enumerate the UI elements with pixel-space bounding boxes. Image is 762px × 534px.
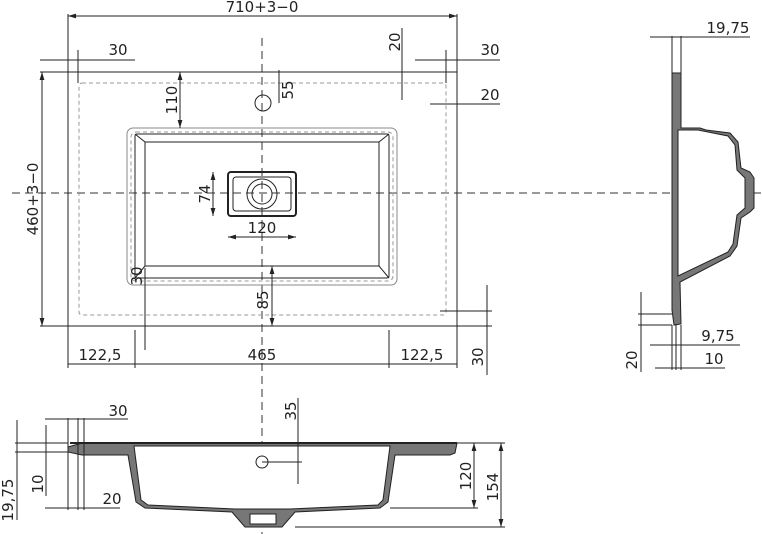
dim-side-lip-width: 10 xyxy=(704,350,723,368)
dim-side-lip-offset: 9,75 xyxy=(701,327,734,345)
drain-recess xyxy=(227,171,297,217)
dim-front-rim-height: 19,75 xyxy=(0,479,17,522)
dim-inner-offset: 20 xyxy=(480,86,499,104)
dim-tap-hole: 55 xyxy=(279,80,297,99)
rim-dashed-outline xyxy=(78,82,447,316)
basin-outline xyxy=(134,133,390,279)
front-view xyxy=(15,398,505,528)
dim-overflow-depth: 35 xyxy=(282,401,300,420)
dim-drain-height: 74 xyxy=(196,184,214,203)
outer-outline xyxy=(67,71,458,327)
top-view xyxy=(39,13,500,375)
dim-side-left: 122,5 xyxy=(79,346,122,364)
dim-width-total: 710+3−0 xyxy=(226,0,299,16)
dim-drain-width: 120 xyxy=(248,219,277,237)
side-view xyxy=(638,36,755,372)
dim-basin-top: 110 xyxy=(163,86,181,115)
drain-hole xyxy=(246,178,278,210)
dim-front-rim: 30 xyxy=(469,347,487,366)
dim-side-lip-height: 20 xyxy=(623,350,641,369)
dim-side-right: 122,5 xyxy=(401,346,444,364)
dim-rim-left: 30 xyxy=(108,41,127,59)
tap-hole xyxy=(254,94,272,112)
dim-front-lip-thickness: 10 xyxy=(29,474,47,493)
dim-front-rim-width: 30 xyxy=(108,402,127,420)
dim-basin-depth: 120 xyxy=(457,462,475,491)
dim-total-depth: 154 xyxy=(484,473,502,502)
dim-rim-right: 30 xyxy=(480,41,499,59)
dim-drain-front: 85 xyxy=(254,290,272,309)
dim-rim-top: 20 xyxy=(386,32,404,51)
dim-basin-width: 465 xyxy=(248,346,277,364)
dim-side-rim-thickness: 19,75 xyxy=(707,19,750,37)
dim-basin-bottom: 30 xyxy=(128,266,146,285)
dim-front-inner-rim: 20 xyxy=(102,490,121,508)
dim-height-total: 460+3−0 xyxy=(24,163,42,236)
